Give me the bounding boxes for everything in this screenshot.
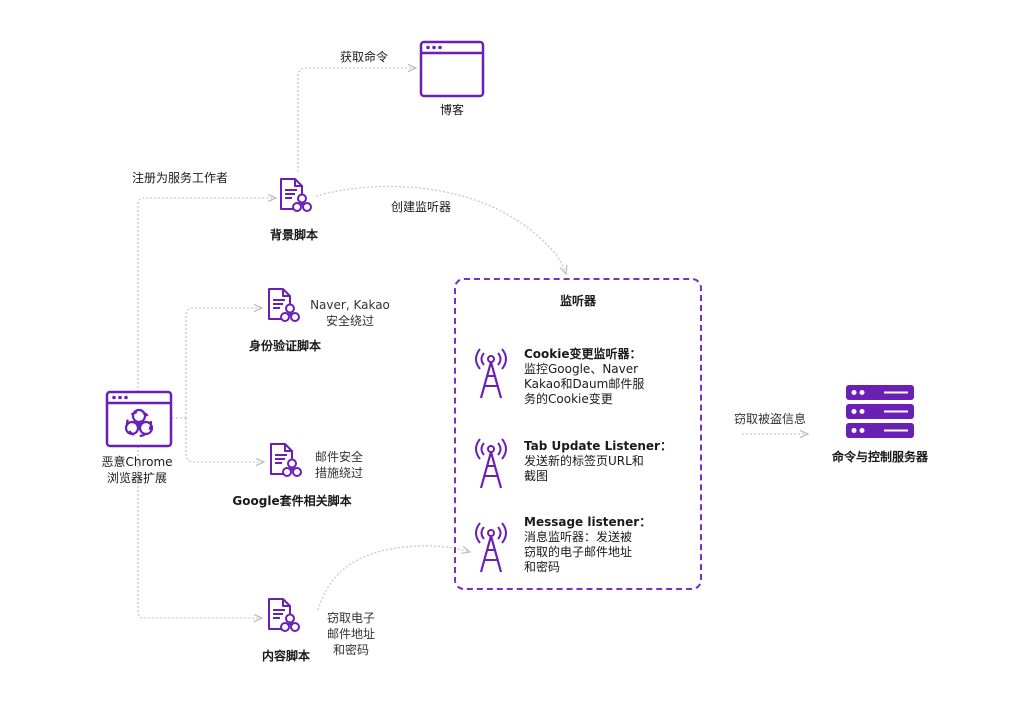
auth-script-label: 身份验证脚本: [248, 339, 321, 353]
listener-entry-message: Message listener： 消息监听器：发送被 窃取的电子邮件地址 和密…: [524, 515, 694, 575]
edge-label-steal-email: 窃取电子 邮件地址 和密码: [326, 611, 375, 657]
listener-entry-title: Message listener：: [524, 515, 652, 529]
connectors: [137, 68, 808, 618]
listener-entry-title: Tab Update Listener：: [524, 439, 672, 453]
listener-box-title: 监听器: [559, 294, 596, 308]
biohazard-document-icon-content: [268, 598, 301, 635]
listener-entry-title: Cookie变更监听器：: [524, 347, 642, 361]
connector-content-to-listener: [317, 545, 470, 611]
c2-server-label: 命令与控制服务器: [831, 450, 928, 464]
listener-entry-desc: 消息监听器：发送被 窃取的电子邮件地址 和密码: [524, 530, 633, 574]
biohazard-document-icon-google: [270, 443, 303, 480]
listener-entry-desc: 监控Google、Naver Kakao和Daum邮件服 务的Cookie变更: [524, 362, 645, 406]
listener-entry-desc: 发送新的标签页URL和 截图: [524, 454, 644, 483]
edge-label-register-service-worker: 注册为服务工作者: [132, 171, 229, 185]
listener-entry-cookie: Cookie变更监听器： 监控Google、Naver Kakao和Daum邮件…: [524, 347, 694, 407]
edge-label-naver-kakao-bypass: Naver, Kakao 安全绕过: [310, 298, 390, 328]
biohazard-document-icon-auth: [268, 288, 301, 325]
extension-label: 恶意Chrome 浏览器扩展: [101, 455, 173, 485]
edge-label-steal-info: 窃取被盗信息: [734, 412, 807, 426]
content-script-label: 内容脚本: [261, 649, 310, 663]
listener-entry-tab-update: Tab Update Listener： 发送新的标签页URL和 截图: [524, 439, 694, 484]
listener-box: [454, 278, 702, 590]
connector-extension-to-auth: [185, 308, 262, 418]
biohazard-document-icon-background: [280, 178, 313, 215]
connector-background-to-blog: [297, 68, 416, 172]
connector-extension-to-background: [137, 198, 276, 392]
edge-label-get-command: 获取命令: [340, 50, 389, 64]
biohazard-window-icon: [105, 390, 173, 448]
connector-background-to-listener: [315, 185, 566, 274]
google-script-label: Google套件相关脚本: [232, 494, 352, 508]
connector-extension-to-google: [185, 418, 264, 462]
background-script-label: 背景脚本: [269, 228, 318, 242]
server-stack-icon: [846, 385, 914, 438]
browser-window-icon: [419, 40, 485, 98]
blog-label: 博客: [439, 103, 464, 117]
edge-label-mail-security-bypass: 邮件安全 措施绕过: [315, 450, 364, 480]
edge-label-create-listener: 创建监听器: [391, 200, 452, 214]
